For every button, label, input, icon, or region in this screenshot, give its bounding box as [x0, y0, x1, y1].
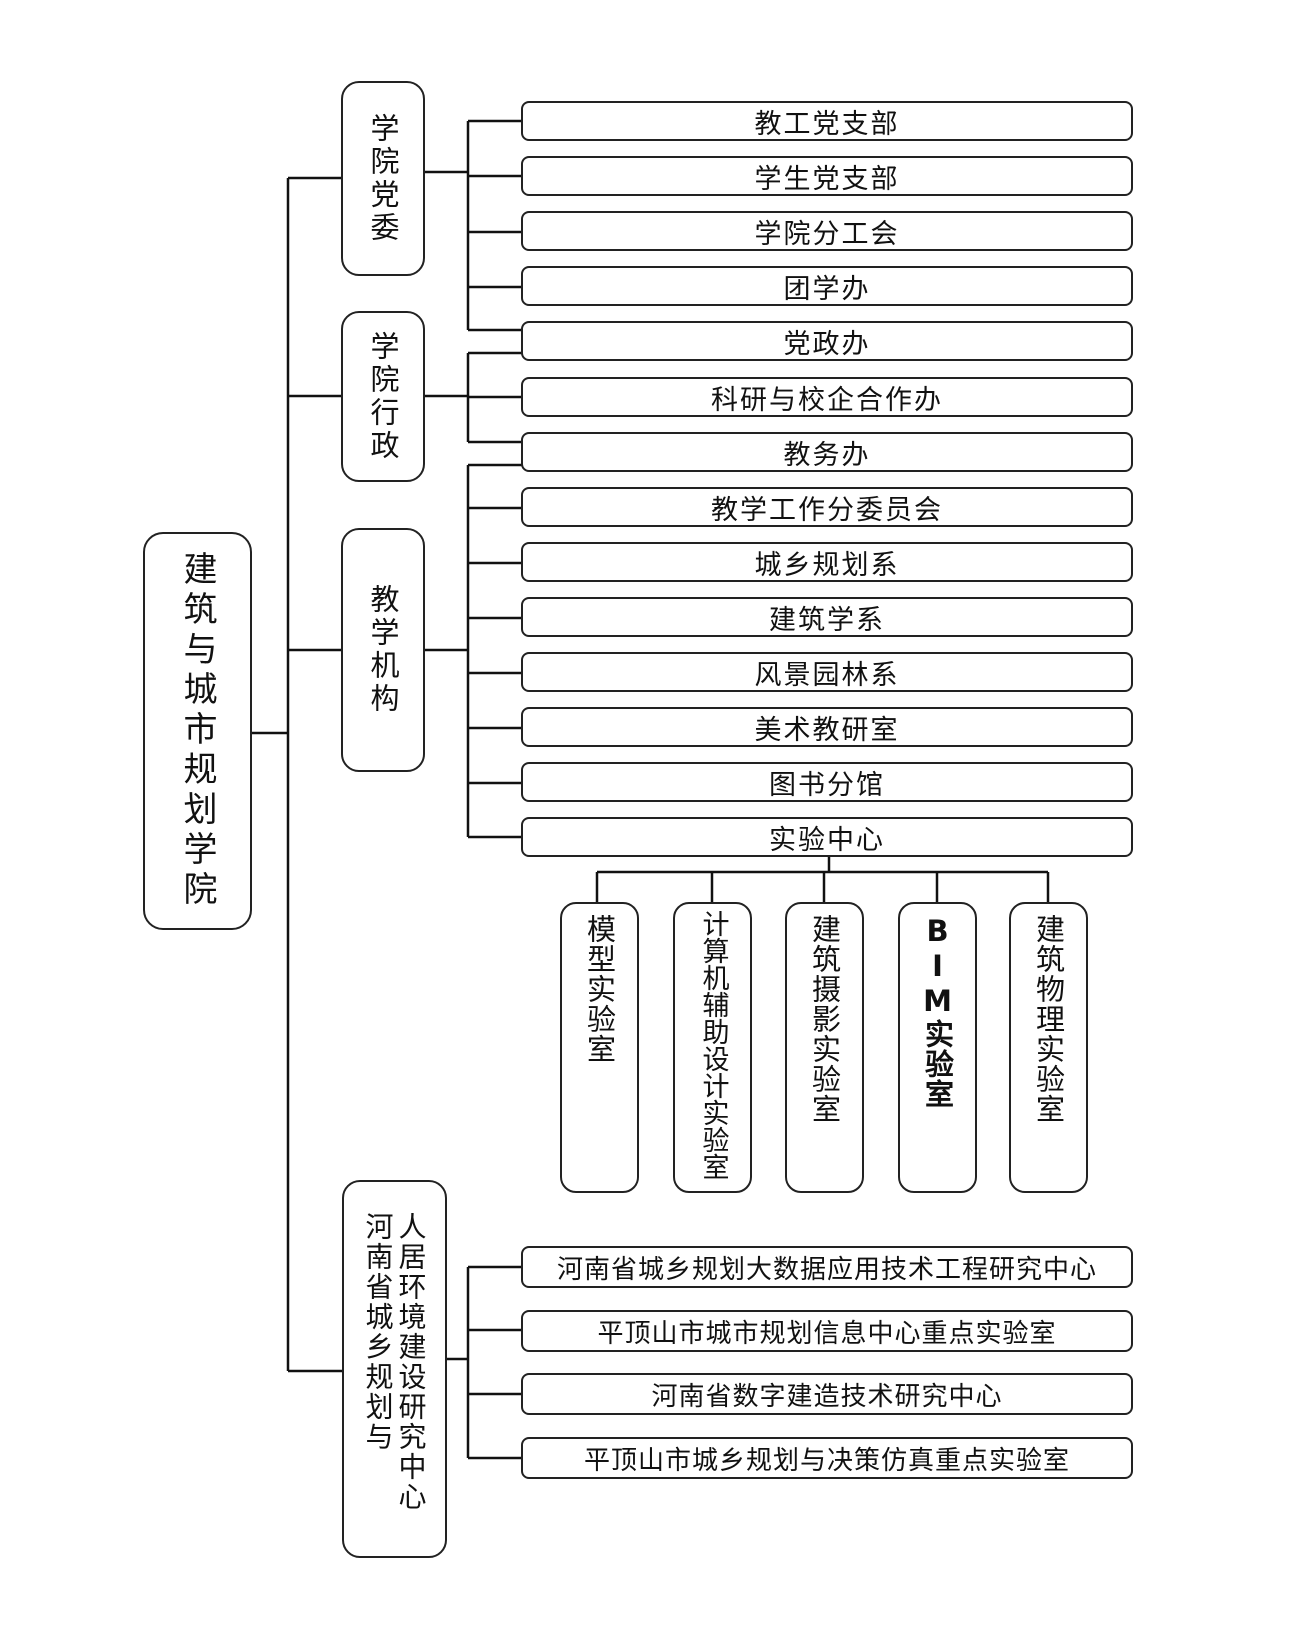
- center-label: 河南省城乡规划大数据应用技术工程研究中心: [556, 1254, 1097, 1285]
- lab-label: 计算机辅助设计实验室: [697, 910, 729, 1180]
- unit-label: 美术教研室: [754, 714, 900, 746]
- center-label: 平顶山市城乡规划与决策仿真重点实验室: [583, 1445, 1070, 1476]
- unit-box: 美术教研室: [521, 707, 1133, 747]
- lab-box: BIM实验室: [898, 902, 977, 1193]
- lab-label: 模型实验室: [582, 914, 617, 1064]
- unit-label: 教工党支部: [754, 108, 900, 140]
- root-node: 建筑与城市规划学院: [143, 532, 252, 930]
- group-research-center: 人居环境建设研究中心河南省城乡规划与: [342, 1180, 447, 1558]
- unit-label: 建筑学系: [769, 604, 885, 636]
- lab-label: 建筑物理实验室: [1031, 914, 1066, 1124]
- group-label: 教学机构: [366, 584, 400, 716]
- center-box: 平顶山市城乡规划与决策仿真重点实验室: [521, 1437, 1133, 1479]
- unit-label: 科研与校企合作办: [711, 384, 943, 416]
- unit-box: 教务办: [521, 432, 1133, 472]
- group-label: 学院行政: [366, 330, 400, 463]
- center-label: 平顶山市城市规划信息中心重点实验室: [597, 1318, 1057, 1349]
- unit-label: 党政办: [783, 328, 871, 360]
- unit-box-lab-center: 实验中心: [521, 817, 1133, 857]
- unit-label: 图书分馆: [769, 769, 885, 801]
- lab-box: 建筑摄影实验室: [785, 902, 864, 1193]
- group-party-committee: 学院党委: [341, 81, 425, 276]
- lab-label: BIM实验室: [920, 914, 955, 1109]
- lab-box: 计算机辅助设计实验室: [673, 902, 752, 1193]
- group-teaching: 教学机构: [341, 528, 425, 772]
- group-label: 人居环境建设研究中心河南省城乡规划与: [361, 1212, 428, 1512]
- unit-label: 城乡规划系: [754, 549, 900, 581]
- center-label: 河南省数字建造技术研究中心: [651, 1381, 1003, 1412]
- unit-box: 科研与校企合作办: [521, 377, 1133, 417]
- unit-box: 风景园林系: [521, 652, 1133, 692]
- unit-box: 图书分馆: [521, 762, 1133, 802]
- unit-box: 学生党支部: [521, 156, 1133, 196]
- lab-box: 模型实验室: [560, 902, 639, 1193]
- unit-box: 学院分工会: [521, 211, 1133, 251]
- center-box: 河南省数字建造技术研究中心: [521, 1373, 1133, 1415]
- unit-label: 学生党支部: [754, 163, 900, 195]
- lab-box: 建筑物理实验室: [1009, 902, 1088, 1193]
- unit-box: 城乡规划系: [521, 542, 1133, 582]
- unit-label: 风景园林系: [754, 659, 900, 691]
- lab-label: 建筑摄影实验室: [807, 914, 842, 1124]
- unit-box: 团学办: [521, 266, 1133, 306]
- unit-box: 建筑学系: [521, 597, 1133, 637]
- unit-label: 团学办: [783, 273, 871, 305]
- unit-box: 教工党支部: [521, 101, 1133, 141]
- center-box: 平顶山市城市规划信息中心重点实验室: [521, 1310, 1133, 1352]
- unit-label: 教学工作分委员会: [711, 494, 943, 526]
- group-label: 学院党委: [366, 112, 400, 245]
- unit-label: 学院分工会: [754, 218, 900, 250]
- center-box: 河南省城乡规划大数据应用技术工程研究中心: [521, 1246, 1133, 1288]
- unit-label: 教务办: [783, 439, 871, 471]
- unit-label: 实验中心: [769, 824, 885, 856]
- unit-box: 党政办: [521, 321, 1133, 361]
- group-administration: 学院行政: [341, 311, 425, 482]
- unit-box: 教学工作分委员会: [521, 487, 1133, 527]
- root-label: 建筑与城市规划学院: [177, 551, 217, 911]
